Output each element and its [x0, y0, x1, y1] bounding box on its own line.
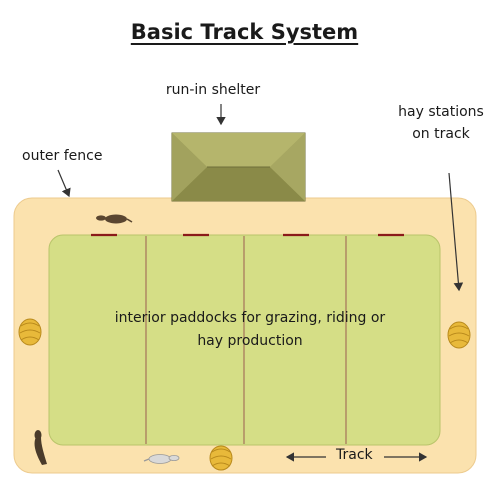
horse-icon: [34, 430, 47, 465]
roof-icon: [171, 132, 306, 202]
arrow-icon: [57, 169, 71, 198]
hay-stations-label: hay stations on track: [398, 104, 484, 142]
hay-bale-icon: [447, 321, 471, 349]
horse-icon: [143, 454, 180, 464]
shelter-label: run-in shelter: [165, 82, 261, 98]
track-label: Track: [336, 447, 373, 463]
diagram-title: Basic Track System: [130, 20, 359, 44]
interior-paddocks-label: interior paddocks for grazing, riding or…: [114, 310, 386, 349]
outer-fence-label: outer fence: [22, 148, 103, 164]
horse-icon: [96, 214, 133, 224]
hay-bale-icon: [18, 318, 42, 346]
hay-bale-icon: [209, 445, 233, 471]
arrow-icon: [448, 172, 464, 292]
